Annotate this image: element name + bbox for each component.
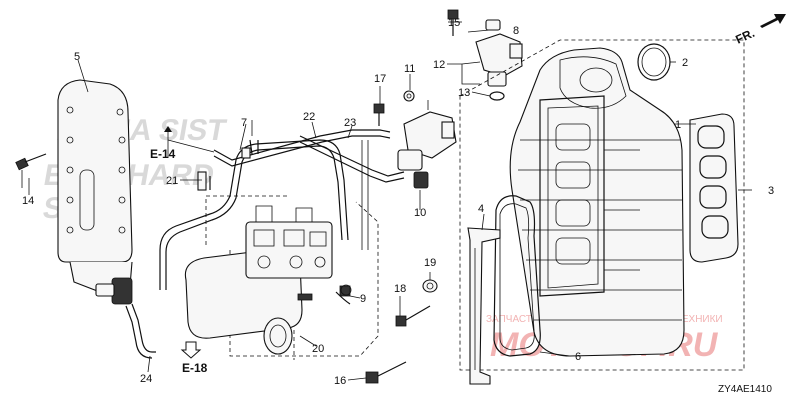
part-16-bolt xyxy=(365,361,407,384)
callout-20: 20 xyxy=(312,343,324,355)
callout-3: 3 xyxy=(768,185,774,197)
part-14-bolt xyxy=(15,153,47,188)
front-direction-arrow: FR. xyxy=(733,14,786,47)
callout-6: 6 xyxy=(575,351,581,363)
callout-numbers: 1 2 3 4 5 6 7 8 9 10 11 12 13 14 15 16 1… xyxy=(22,17,774,387)
callout-18: 18 xyxy=(394,283,406,295)
callout-5: 5 xyxy=(74,51,80,63)
callout-22: 22 xyxy=(303,111,315,123)
part-18-bolt xyxy=(395,305,431,327)
callout-4: 4 xyxy=(478,203,484,215)
callout-17: 17 xyxy=(374,73,386,85)
part-3-intake-manifold xyxy=(509,47,685,357)
part-24-tube xyxy=(125,303,156,359)
callout-8: 8 xyxy=(513,25,519,37)
callout-10: 10 xyxy=(414,207,426,219)
callout-11: 11 xyxy=(404,63,415,75)
part-1-manifold-gasket xyxy=(689,113,739,263)
front-arrow-icon xyxy=(760,14,786,28)
part-13-o-ring xyxy=(489,91,505,101)
part-8-map-sensor xyxy=(475,19,523,87)
callout-24: 24 xyxy=(140,373,152,385)
part-19-collar xyxy=(422,279,438,293)
fuel-system-dashed-outline xyxy=(205,195,379,360)
part-6-gasket xyxy=(493,195,541,357)
reference-e18: E-18 xyxy=(180,341,208,375)
callout-1: 1 xyxy=(675,119,681,131)
part-11-nut xyxy=(403,90,415,102)
ref-e18-label: E-18 xyxy=(182,361,208,375)
part-20-vapor-separator xyxy=(184,205,351,355)
front-label: FR. xyxy=(733,26,756,47)
callout-7: 7 xyxy=(241,117,247,129)
hoses-21-22-23 xyxy=(159,129,405,290)
part-2-o-ring xyxy=(637,43,671,81)
part-5-bracket-plate xyxy=(57,79,133,305)
part-3-frame xyxy=(459,39,745,371)
callout-14: 14 xyxy=(22,195,34,207)
callout-12: 12 xyxy=(433,59,445,71)
part-10-solenoid-valve xyxy=(397,100,457,189)
part-9-clip xyxy=(335,284,352,305)
part-17-bolt xyxy=(373,103,385,126)
callout-19: 19 xyxy=(424,257,436,269)
callout-9: 9 xyxy=(360,293,366,305)
callout-15: 15 xyxy=(448,17,460,29)
callout-13: 13 xyxy=(458,87,470,99)
ref-e14-label: E-14 xyxy=(150,147,176,161)
reference-e14: E-14 xyxy=(150,126,176,161)
callout-16: 16 xyxy=(334,375,346,387)
diagram-code: ZY4AE1410 xyxy=(718,384,772,395)
callout-21: 21 xyxy=(166,175,178,187)
part-4-stay xyxy=(467,227,501,385)
leader-lines xyxy=(28,21,752,381)
callout-23: 23 xyxy=(344,117,356,129)
callout-2: 2 xyxy=(682,57,688,69)
